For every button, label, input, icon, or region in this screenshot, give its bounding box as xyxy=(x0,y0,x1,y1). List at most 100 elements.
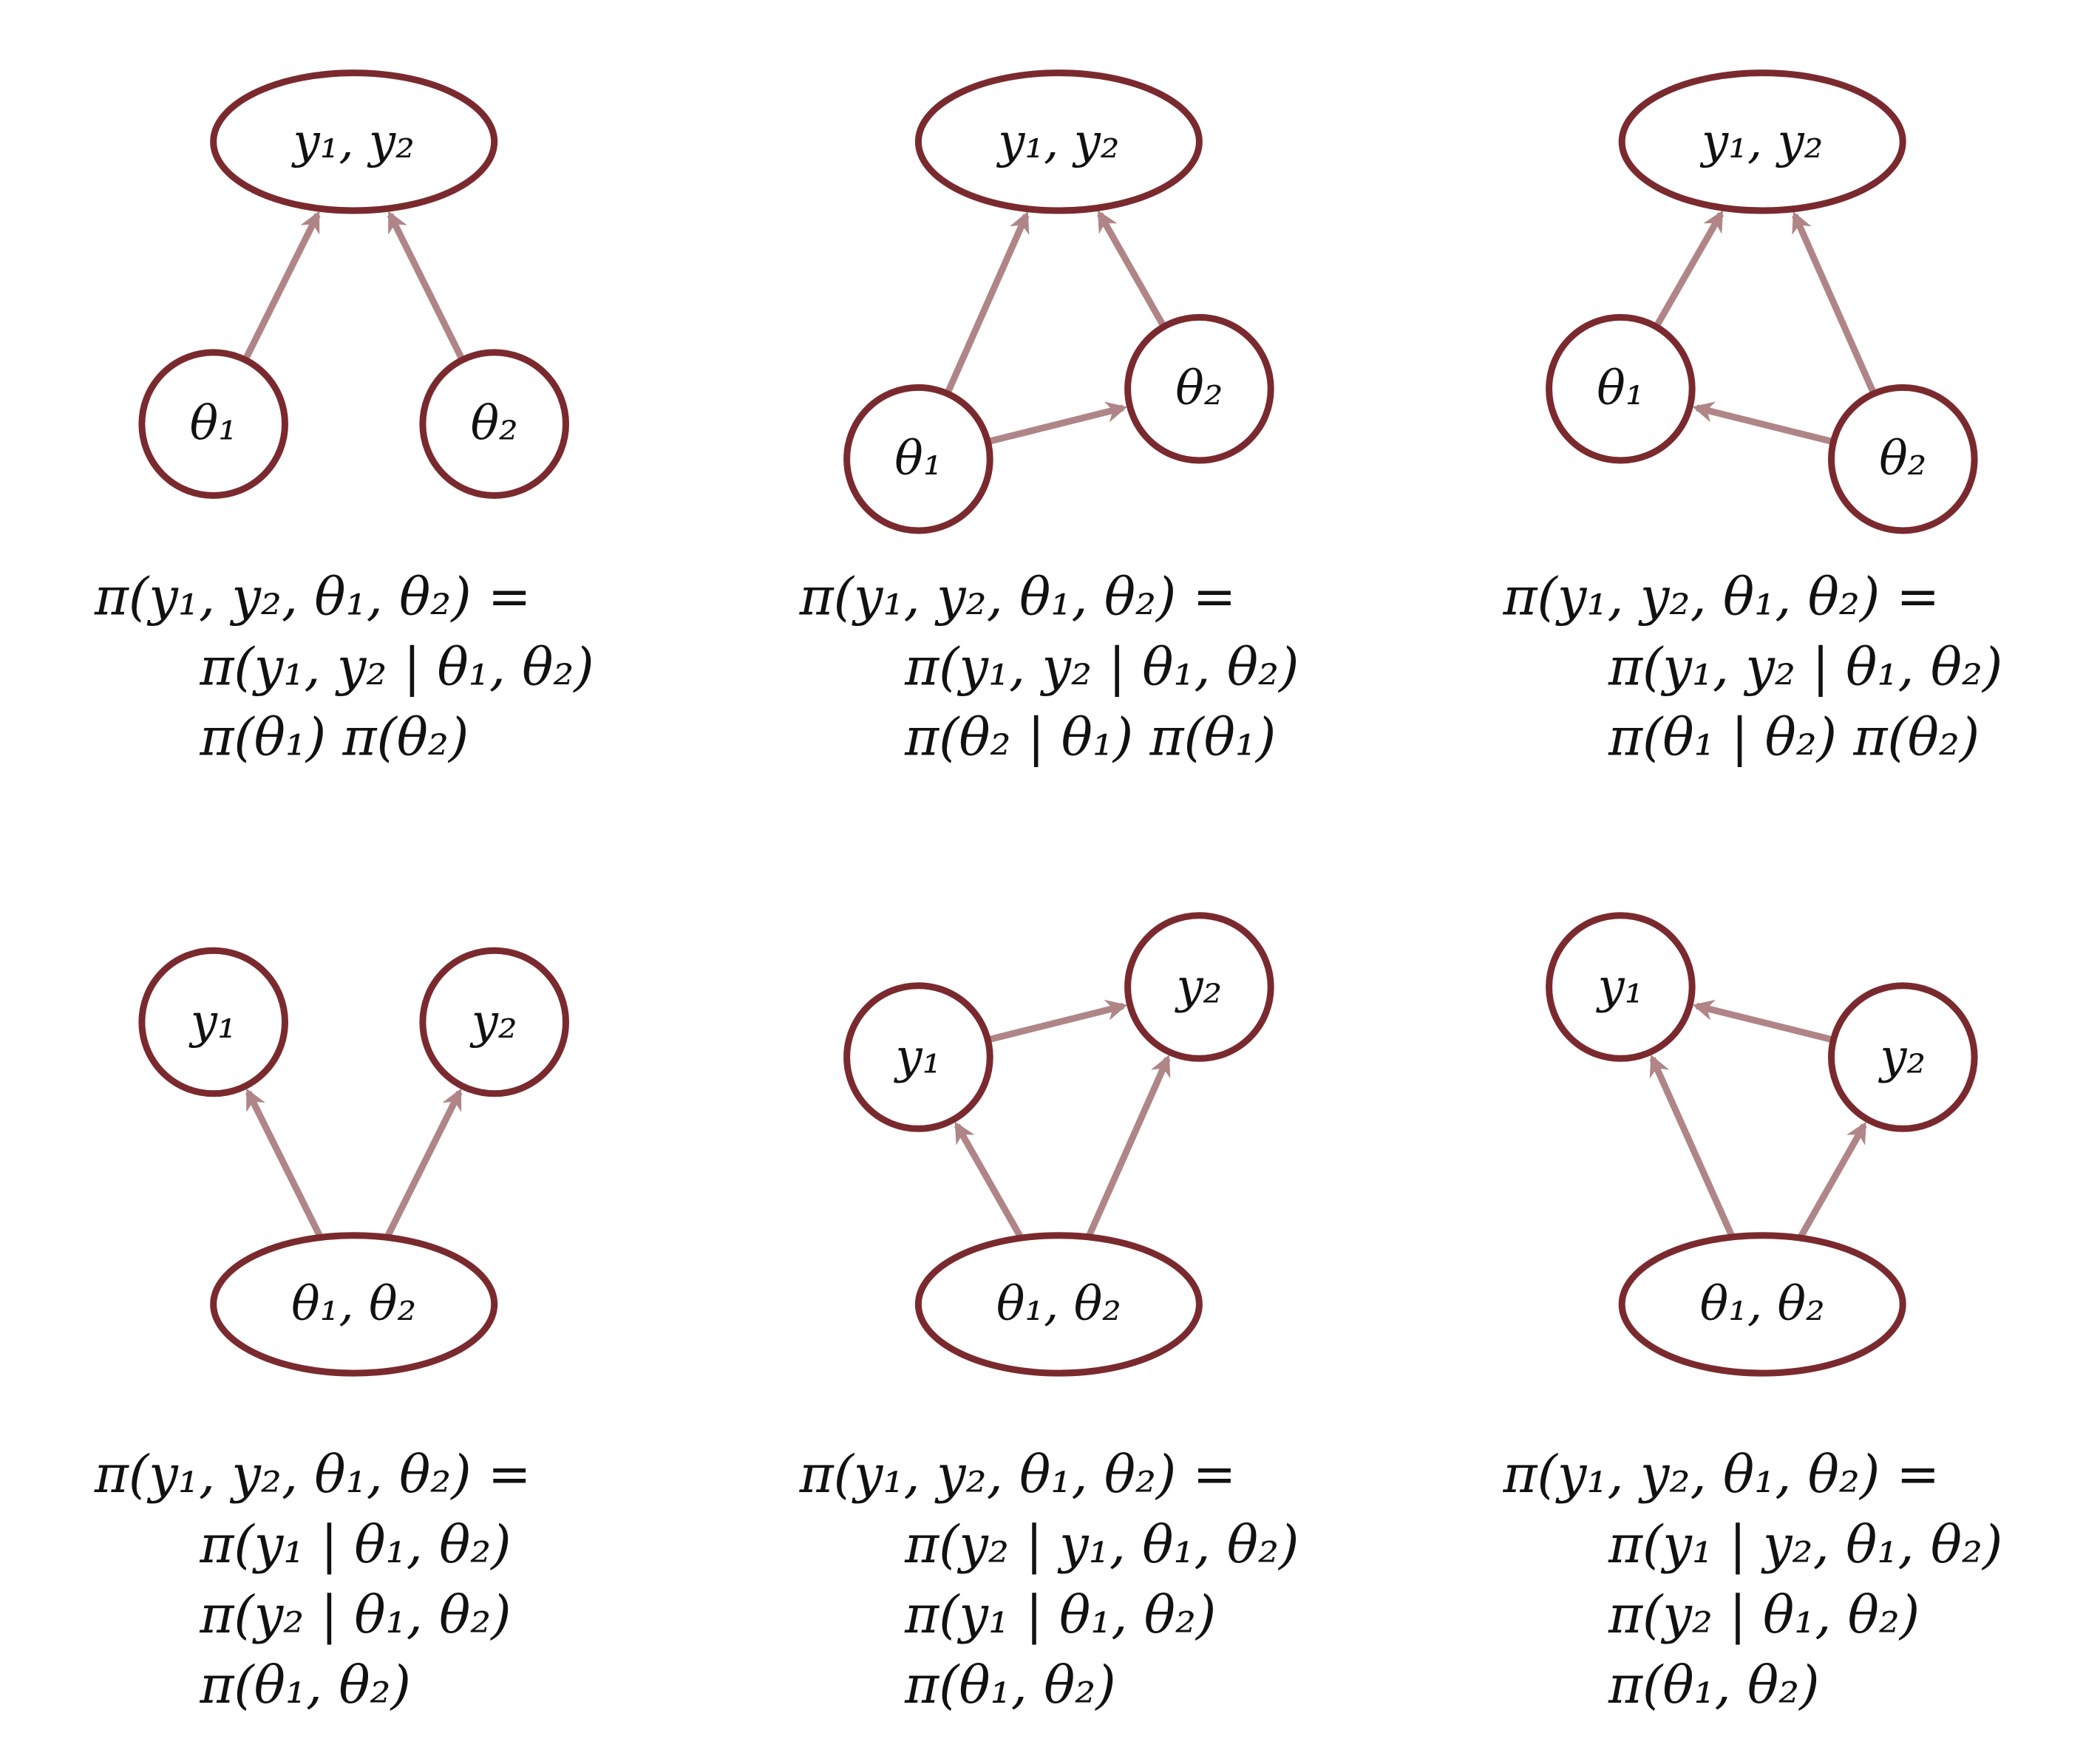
equation-line-3: π(y₂ | θ₁, θ₂) xyxy=(199,1584,511,1645)
node-shape xyxy=(138,947,289,1097)
node-label: θ₁, θ₂ xyxy=(291,1277,416,1332)
node-shape xyxy=(1828,384,1978,534)
factorization-equation: π(y₁, y₂, θ₁, θ₂) = π(y₁ | y₂, θ₁, θ₂) π(y… xyxy=(1503,1444,2003,1715)
edge-t1-to-y xyxy=(1654,210,1724,327)
panel-3: y₁, y₂ θ₁ θ₂ π(y₁, y₂, θ₁, θ₂) = π(y₁, y₂ | … xyxy=(1503,69,2003,767)
node-t1: θ₁ xyxy=(843,384,993,534)
node-y2: y₂ xyxy=(1124,912,1274,1062)
node-label: θ₁, θ₂ xyxy=(996,1277,1121,1332)
node-shape xyxy=(1546,912,1696,1062)
factorization-equation: π(y₁, y₂, θ₁, θ₂) = π(y₁, y₂ | θ₁, θ₂) π(θ… xyxy=(799,566,1299,767)
node-label: y₂ xyxy=(1878,1030,1926,1085)
node-t1: θ₁ xyxy=(138,349,289,500)
equation-line-2: π(y₁ | y₂, θ₁, θ₂) xyxy=(1608,1514,2002,1575)
equation-line-2: π(y₁, y₂ | θ₁, θ₂) xyxy=(904,636,1299,697)
node-shape xyxy=(419,349,570,500)
factorization-equation: π(y₁, y₂, θ₁, θ₂) = π(y₂ | y₁, θ₁, θ₂) π(y… xyxy=(799,1444,1299,1715)
node-t: θ₁, θ₂ xyxy=(1618,1232,1906,1377)
node-y1: y₁ xyxy=(1546,912,1696,1062)
panel-1: y₁, y₂ θ₁ θ₂ π(y₁, y₂, θ₁, θ₂) =π(y₁, y₂ | … xyxy=(94,69,594,767)
node-shape xyxy=(914,69,1203,214)
node-t2: θ₂ xyxy=(1828,384,1978,534)
node-shape xyxy=(843,982,993,1132)
factorization-equation: π(y₁, y₂, θ₁, θ₂) =π(y₁, y₂ | θ₁, θ₂)π(θ… xyxy=(94,566,594,767)
edge-t2-to-t1 xyxy=(1692,401,1833,445)
node-label: θ₂ xyxy=(1879,432,1926,486)
node-y1: y₁ xyxy=(843,982,993,1132)
node-label: y₁ xyxy=(1595,960,1643,1015)
node-t: θ₁, θ₂ xyxy=(914,1232,1203,1377)
node-shape xyxy=(914,1232,1203,1377)
node-label: y₂ xyxy=(1174,960,1222,1015)
node-shape xyxy=(138,349,289,500)
node-y1: y₁ xyxy=(138,947,289,1097)
node-shape xyxy=(1618,69,1906,214)
edge-t1-to-t2 xyxy=(988,401,1128,445)
panel-6: y₁ y₂ θ₁, θ₂ π(y₁, y₂, θ₁, θ₂) = π(y₁ | y₂, … xyxy=(1503,912,2003,1715)
equation-line-1: π(y₁, y₂, θ₁, θ₂) = xyxy=(94,566,531,627)
node-label: θ₂ xyxy=(471,397,518,452)
panel-2: y₁, y₂ θ₁ θ₂ π(y₁, y₂, θ₁, θ₂) = π(y₁, y₂ | … xyxy=(799,69,1299,767)
node-y2: y₂ xyxy=(419,947,570,1097)
equation-line-1: π(y₁, y₂, θ₁, θ₂) = xyxy=(799,566,1237,627)
node-shape xyxy=(210,1232,498,1377)
equation-line-4: π(θ₁, θ₂) xyxy=(199,1655,411,1715)
edge-t-to-y1 xyxy=(954,1121,1024,1239)
equation-line-2: π(y₂ | y₁, θ₁, θ₂) xyxy=(904,1514,1299,1575)
equation-line-3: π(θ₂ | θ₁) π(θ₁) xyxy=(904,707,1276,767)
node-shape xyxy=(843,384,993,534)
node-label: y₂ xyxy=(469,995,517,1049)
node-t2: θ₂ xyxy=(1124,313,1274,464)
factorization-equation: π(y₁, y₂, θ₁, θ₂) =π(y₁ | θ₁, θ₂)π(y₂ | … xyxy=(94,1444,531,1715)
node-label: θ₂ xyxy=(1175,361,1223,416)
equation-line-1: π(y₁, y₂, θ₁, θ₂) = xyxy=(1503,566,1940,627)
edge-t-to-y2 xyxy=(1086,1055,1171,1238)
factorization-equation: π(y₁, y₂, θ₁, θ₂) = π(y₁, y₂ | θ₁, θ₂) π(θ… xyxy=(1503,566,2003,767)
edge-y1-to-y2 xyxy=(988,999,1128,1043)
node-label: θ₁, θ₂ xyxy=(1700,1277,1825,1332)
edge-t-to-y2 xyxy=(384,1088,463,1238)
node-y: y₁, y₂ xyxy=(914,69,1203,214)
equation-line-3: π(y₁ | θ₁, θ₂) xyxy=(904,1584,1216,1645)
node-label: y₁ xyxy=(893,1030,941,1085)
panel-4: y₁ y₂ θ₁, θ₂ π(y₁, y₂, θ₁, θ₂) =π(y₁ | θ₁, … xyxy=(94,947,570,1715)
edge-t1-to-y xyxy=(242,211,321,361)
equation-line-2: π(y₁, y₂ | θ₁, θ₂) xyxy=(1608,636,2002,697)
node-t1: θ₁ xyxy=(1546,313,1696,464)
node-shape xyxy=(1828,982,1978,1132)
equation-line-3: π(θ₁ | θ₂) π(θ₂) xyxy=(1608,707,1980,767)
node-label: θ₁ xyxy=(190,397,237,452)
node-y2: y₂ xyxy=(1828,982,1978,1132)
edge-t2-to-y xyxy=(387,211,465,361)
equation-line-3: π(y₂ | θ₁, θ₂) xyxy=(1608,1584,1920,1645)
edge-t2-to-y xyxy=(1096,210,1166,327)
node-label: y₁, y₂ xyxy=(1699,115,1823,169)
node-t2: θ₂ xyxy=(419,349,570,500)
node-label: θ₁ xyxy=(894,432,942,486)
node-label: y₁ xyxy=(188,995,237,1049)
node-shape xyxy=(419,947,570,1097)
edge-t2-to-y xyxy=(1792,211,1877,394)
node-shape xyxy=(1546,313,1696,464)
equation-line-2: π(y₁ | θ₁, θ₂) xyxy=(199,1514,511,1575)
edge-t1-to-y xyxy=(945,211,1030,394)
equation-line-3: π(θ₁) π(θ₂) xyxy=(199,707,469,767)
node-shape xyxy=(1618,1232,1906,1377)
equation-line-1: π(y₁, y₂, θ₁, θ₂) = xyxy=(799,1444,1237,1505)
node-y: y₁, y₂ xyxy=(1618,69,1906,214)
edge-y2-to-y1 xyxy=(1692,999,1833,1043)
node-shape xyxy=(1124,912,1274,1062)
panel-5: y₁ y₂ θ₁, θ₂ π(y₁, y₂, θ₁, θ₂) = π(y₂ | y₁, … xyxy=(799,912,1299,1715)
edge-t-to-y2 xyxy=(1798,1121,1867,1239)
node-t: θ₁, θ₂ xyxy=(210,1232,498,1377)
node-shape xyxy=(210,69,498,214)
node-label: y₁, y₂ xyxy=(996,115,1119,169)
equation-line-4: π(θ₁, θ₂) xyxy=(904,1655,1116,1715)
edge-t-to-y1 xyxy=(1649,1055,1735,1238)
edge-t-to-y1 xyxy=(245,1088,323,1238)
equation-line-1: π(y₁, y₂, θ₁, θ₂) = xyxy=(1503,1444,1940,1505)
node-y: y₁, y₂ xyxy=(210,69,498,214)
equation-line-4: π(θ₁, θ₂) xyxy=(1608,1655,1820,1715)
node-label: θ₁ xyxy=(1597,361,1644,416)
